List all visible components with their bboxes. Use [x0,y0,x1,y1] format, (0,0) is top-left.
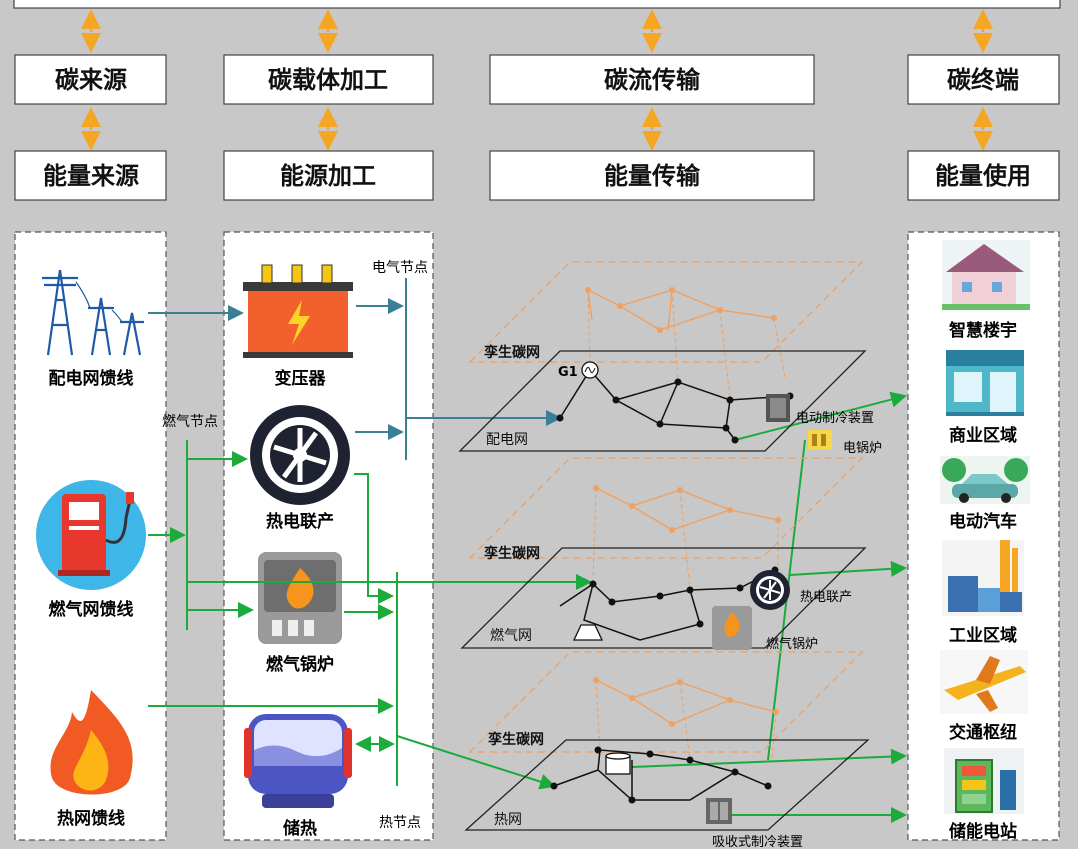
heat-storage-icon [244,714,352,808]
smart-building-label: 智慧楼宇 [949,320,1017,341]
storage-station-icon [944,748,1024,814]
electric-vehicle-label: 电动汽车 [949,511,1017,532]
grid-feeder-icon [42,269,144,356]
twin-planes [468,261,864,753]
energy-source-label: 能量来源 [43,162,139,190]
electric-chiller-icon [766,394,790,422]
commercial-area-label: 商业区域 [949,425,1017,446]
twin-carbon-label-3: 孪生碳网 [488,731,544,748]
gas-boiler-unit-icon [712,606,752,650]
commercial-area-icon [946,350,1024,416]
grid-feeder-label: 配电网馈线 [49,368,134,389]
heat-grid-label: 热网 [494,812,522,828]
electric-boiler-icon [808,430,832,450]
transport-hub-label: 交通枢纽 [949,722,1017,743]
electric-node-label: 电气节点 [372,260,428,276]
absorption-chiller-icon [706,798,732,824]
smart-building-icon [942,240,1030,310]
chp-icon [250,405,350,505]
chp-unit-icon [750,570,790,610]
heat-feeder-label: 热网馈线 [57,808,125,829]
energy-transmission-label: 能量传输 [604,162,701,190]
chp-label: 热电联产 [266,511,334,532]
energy-use-label: 能量使用 [935,162,1031,190]
storage-station-label: 储能电站 [949,821,1017,842]
carbon-carrier-label: 碳载体加工 [268,66,388,94]
orange-connectors [81,9,993,151]
gas-boiler-icon [258,552,342,644]
heat-storage-label: 储热 [283,818,317,839]
transformer-label: 变压器 [275,368,327,389]
heat-tank-icon [605,752,631,775]
generator-icon: G1 [558,361,599,380]
industrial-area-icon [942,540,1024,616]
gas-grid-label: 燃气网 [490,627,532,644]
twin-dropdowns [587,289,786,761]
twin-carbon-label-1: 孪生碳网 [484,344,540,361]
svg-text:G1: G1 [558,365,578,380]
electric-boiler-label: 电锅炉 [843,440,882,456]
electric-vehicle-icon [940,456,1030,504]
chp-unit-label: 热电联产 [800,590,852,605]
gas-feeder-label: 燃气网馈线 [49,599,134,620]
physical-planes [458,350,870,831]
twin-networks [587,289,779,725]
absorption-chiller-label: 吸收式制冷装置 [712,835,803,849]
gas-boiler-label: 燃气锅炉 [266,654,334,675]
heat-feeder-icon [50,690,133,795]
transformer-icon [243,264,353,358]
physical-nodes [550,378,794,804]
transport-hub-icon [940,650,1028,714]
twin-carbon-label-2: 孪生碳网 [484,545,540,562]
carbon-source-label: 碳来源 [55,66,127,94]
heat-node-label: 热节点 [379,815,421,831]
carbon-flow-label: 碳流传输 [604,66,701,94]
terminals-panel [907,231,1060,841]
carbon-terminal-label: 碳终端 [947,66,1019,94]
gas-boiler-unit-label: 燃气锅炉 [766,636,818,652]
gas-feeder-icon [36,480,146,590]
power-grid-label: 配电网 [486,432,528,448]
top-panel [13,0,1061,9]
twin-nodes [585,287,781,727]
electric-connections [148,278,562,460]
electric-chiller-label: 电动制冷装置 [796,411,874,426]
energy-processing-label: 能源加工 [280,162,376,190]
carbon-header-row [14,54,1060,201]
gas-source-triangle-icon [572,624,604,641]
industrial-area-label: 工业区域 [949,625,1017,646]
gas-node-label: 燃气节点 [162,413,218,430]
